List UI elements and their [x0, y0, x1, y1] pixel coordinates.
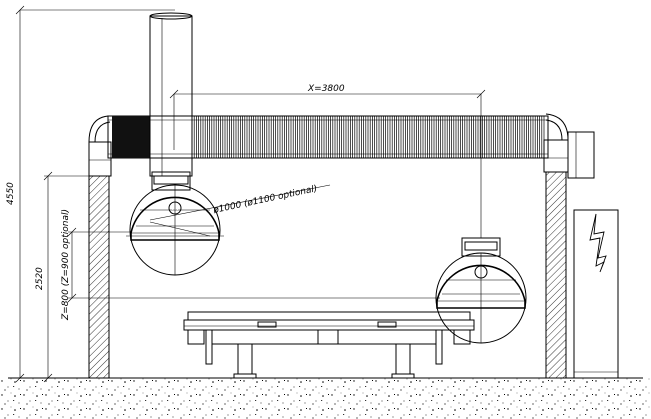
worktable	[183, 311, 475, 379]
height-dimension-lines	[15, 5, 440, 383]
left-column	[88, 175, 110, 379]
total-height-label: 4550	[6, 182, 16, 205]
vertical-spindle-column	[149, 12, 193, 191]
x-travel-label: X=3800	[307, 84, 345, 94]
x-travel-dimension-line	[169, 89, 486, 238]
right-column-head	[543, 113, 595, 179]
electrical-cabinet	[573, 209, 619, 379]
ground-floor	[0, 377, 651, 419]
z-travel-label: Z=800 (Z=900 optional)	[61, 209, 71, 321]
saw-blade-lower: TX	[435, 237, 527, 344]
blade-diameter-label: ø1000 (ø1100 optional)	[212, 184, 319, 216]
bridge-bellows	[191, 116, 545, 158]
lightning-bolt-icon	[589, 213, 607, 273]
column-height-label: 2520	[35, 267, 45, 290]
bridge-beam	[107, 115, 549, 159]
right-column	[545, 171, 567, 379]
saw-blade-upper: TX	[126, 184, 331, 276]
